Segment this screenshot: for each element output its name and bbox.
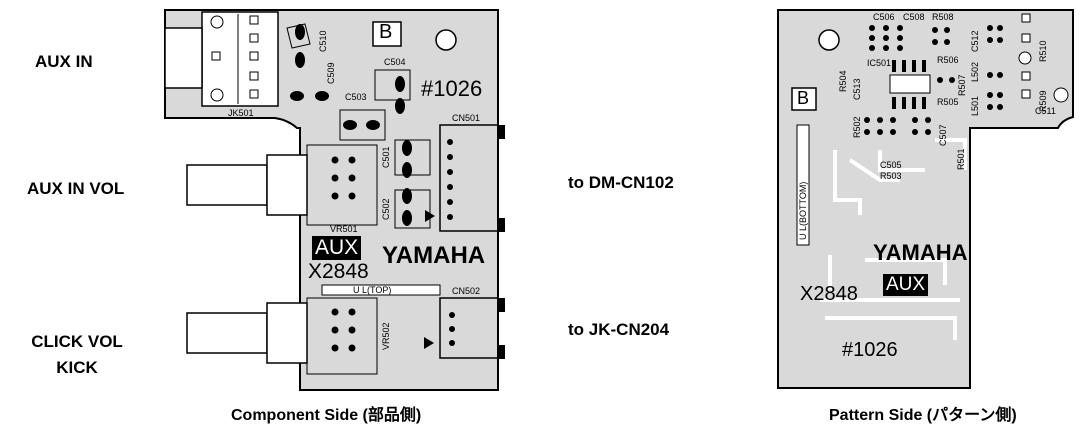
component-board-letter: B: [379, 21, 393, 43]
label-click-vol: CLICK VOL KICK: [22, 332, 132, 378]
label-click-vol-line2: KICK: [56, 358, 98, 377]
ref-r510: R510: [1038, 40, 1048, 62]
ref-c508: C508: [903, 12, 925, 22]
pattern-board-number: #1026: [842, 339, 898, 361]
pattern-mount-hole-left: [818, 29, 840, 51]
ic501-chip: [889, 60, 931, 109]
ref-l502: L502: [970, 61, 980, 82]
ref-c510: C510: [318, 30, 328, 52]
ref-c513: C513: [852, 78, 862, 100]
ref-c505: C505: [880, 160, 902, 170]
label-aux-in-vol: AUX IN VOL: [27, 179, 125, 198]
ref-jk501: JK501: [228, 108, 254, 118]
ref-cn502: CN502: [452, 286, 481, 296]
pattern-board-letter: B: [797, 88, 810, 108]
ref-c507: C507: [938, 124, 948, 146]
ref-c509: C509: [326, 62, 336, 84]
ref-r502: R502: [852, 116, 862, 138]
caption-pattern-side: Pattern Side (パターン側): [829, 407, 1017, 424]
component-model: X2848: [308, 260, 369, 283]
component-top-strip-label: U L(TOP): [353, 285, 392, 295]
pattern-bottom-strip-label: U L(BOTTOM): [798, 181, 808, 240]
component-mount-hole: [435, 29, 457, 51]
component-board-number: #1026: [421, 76, 483, 101]
ref-r508: R508: [932, 12, 954, 22]
component-board-letter-box: [372, 21, 402, 47]
ref-r507: R507: [957, 74, 967, 96]
ref-ic501: IC501: [867, 58, 892, 68]
label-to-jk: to JK-CN204: [568, 320, 670, 339]
component-top-strip: [321, 284, 441, 296]
ref-c501: C501: [381, 146, 391, 168]
ref-cn501: CN501: [452, 113, 481, 123]
ref-vr502: VR502: [381, 322, 391, 350]
pattern-bottom-strip: [796, 124, 810, 246]
component-aux-badge: AUX: [312, 236, 362, 260]
pattern-model: X2848: [800, 283, 858, 305]
component-brand: YAMAHA: [382, 242, 486, 269]
pattern-pads: [864, 25, 1003, 135]
pattern-board-letter-box: [791, 87, 817, 111]
pattern-brand: YAMAHA: [873, 240, 968, 265]
ref-r505: R505: [937, 97, 959, 107]
ref-vr501: VR501: [330, 224, 358, 234]
ref-c512: C512: [970, 30, 980, 52]
label-to-dm: to DM-CN102: [568, 173, 674, 192]
ref-c503: C503: [345, 92, 367, 102]
ref-c502: C502: [381, 198, 391, 220]
ref-r506: R506: [937, 55, 959, 65]
pattern-traces: [820, 138, 967, 340]
ref-l501: L501: [970, 95, 980, 116]
caption-component-side: Component Side (部品側): [231, 407, 422, 424]
jk501-jack: [164, 11, 279, 107]
ref-r504: R504: [838, 70, 848, 92]
label-click-vol-line1: CLICK VOL: [31, 332, 123, 351]
cn501-connector: [439, 124, 505, 232]
ref-c511: C511: [1035, 106, 1056, 116]
ref-r501: R501: [956, 148, 966, 170]
component-capacitors: [286, 23, 435, 229]
vr502-pot: [186, 297, 378, 375]
pattern-aux-badge: AUX: [883, 274, 929, 296]
ref-c504: C504: [384, 57, 406, 67]
component-side-board: [164, 9, 505, 391]
pattern-side-board: [777, 9, 1074, 389]
pattern-mount-hole-right: [1053, 87, 1069, 103]
label-aux-in: AUX IN: [35, 52, 93, 71]
ref-r503: R503: [880, 171, 902, 181]
vr501-pot: [186, 144, 378, 226]
ref-c506: C506: [873, 12, 895, 22]
cn502-connector: [424, 297, 505, 359]
